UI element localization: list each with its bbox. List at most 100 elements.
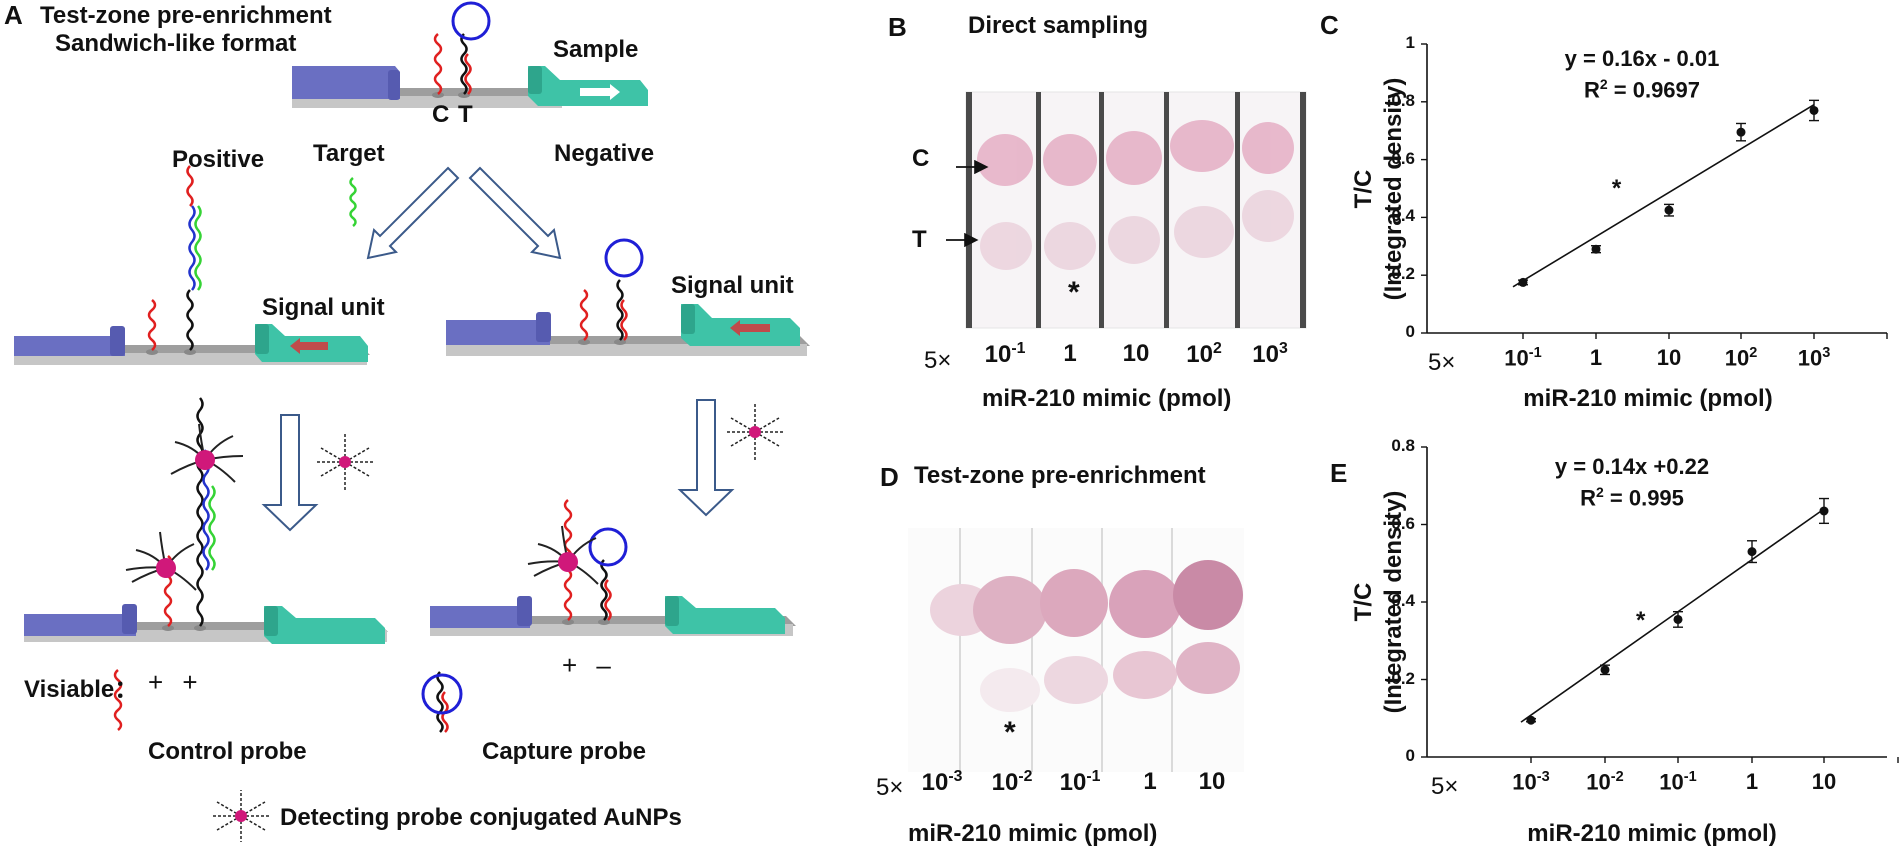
chart-e	[1421, 446, 1899, 763]
y-axis-label: T/C(Integrated density)	[1350, 77, 1407, 300]
legend-detecting-probe: Detecting probe conjugated AuNPs	[280, 804, 682, 831]
panel-d-xlabel: miR-210 mimic (pmol)	[908, 820, 1158, 847]
legend-capture-probe-icon	[421, 671, 463, 733]
strip-c-label: C	[432, 101, 450, 128]
capture-probe-icon	[460, 33, 468, 95]
strip-bottom-right	[430, 596, 796, 636]
panel-d-tick-label: 1	[1143, 768, 1157, 795]
panel-b-xlabel: miR-210 mimic (pmol)	[982, 385, 1232, 412]
fit-r-squared: R2 = 0.9697	[1583, 76, 1701, 103]
y-tick-label: 0.6	[1391, 148, 1415, 168]
panel-b-tick-label: 1	[1063, 340, 1077, 367]
strip-top	[292, 66, 648, 108]
panel-b-title: Direct sampling	[968, 12, 1149, 39]
flow-arrow-left-icon	[290, 338, 328, 354]
x-axis-label: miR-210 mimic (pmol)	[1523, 385, 1773, 412]
data-point	[1600, 665, 1610, 675]
arrow-down-left-icon	[261, 414, 319, 532]
x-tick-label: 10-3	[1512, 769, 1550, 795]
x-prefix-label: 5×	[1431, 773, 1459, 800]
panel-b-strip-photo	[946, 91, 1307, 329]
x-tick-label: 1	[1745, 769, 1759, 794]
arrow-down-right-icon	[677, 399, 735, 517]
x-tick-label: 10-2	[1586, 769, 1624, 795]
positive-label: Positive	[172, 146, 265, 173]
signal-unit-right-label: Signal unit	[671, 272, 794, 299]
y-tick-label: 1	[1405, 33, 1415, 52]
panel-d-strip-photo	[908, 528, 1244, 772]
panel-d-tick-label: 10-1	[1059, 768, 1101, 796]
fit-line	[1520, 508, 1825, 723]
visible-label: Visiable：	[24, 676, 139, 703]
x-tick-label: 103	[1797, 345, 1831, 371]
chart-c	[1421, 43, 1888, 339]
legend-capture-probe: Capture probe	[482, 738, 647, 765]
data-point	[1664, 205, 1674, 215]
x-tick-label: 1	[1589, 345, 1603, 370]
data-point	[1809, 105, 1819, 115]
chart-letter: E	[1330, 458, 1348, 488]
visible-positive-result: + +	[148, 667, 204, 697]
aunp-bound-bottom-left-icon	[125, 531, 197, 591]
panel-d-tick-label: 10-3	[921, 768, 963, 796]
control-probe-icon	[433, 33, 443, 95]
data-point	[1736, 127, 1746, 137]
x-tick-label: 102	[1724, 345, 1758, 371]
signal-unit-left-label: Signal unit	[262, 294, 385, 321]
y-tick-label: 0.4	[1391, 206, 1415, 226]
chart-asterisk: *	[1636, 607, 1646, 635]
y-tick-label: 0.6	[1391, 513, 1415, 533]
fit-equation: y = 0.14x +0.22	[1554, 454, 1710, 479]
y-tick-label: 0	[1405, 746, 1415, 765]
y-tick-label: 0.2	[1391, 264, 1415, 284]
arrow-left-branch-icon	[366, 166, 460, 260]
panel-d-title: Test-zone pre-enrichment	[914, 462, 1206, 489]
x-tick-label: 10-1	[1504, 345, 1542, 371]
y-tick-label: 0	[1405, 322, 1415, 341]
x-prefix-label: 5×	[1428, 349, 1456, 376]
panel-a-title: Test-zone pre-enrichment	[40, 2, 332, 29]
data-point	[1591, 244, 1601, 254]
panel-b-c-marker: C	[912, 145, 930, 172]
fit-equation: y = 0.16x - 0.01	[1564, 46, 1720, 71]
y-tick-label: 0.2	[1391, 668, 1415, 688]
x-tick-label: 10-1	[1659, 769, 1697, 795]
panel-d-prefix: 5×	[876, 774, 904, 801]
strip-bottom-left	[24, 604, 388, 644]
flow-arrow-right-icon	[580, 84, 620, 100]
capture-loop-icon	[451, 1, 491, 41]
panel-b-tick-label: 10	[1122, 340, 1150, 367]
chart-asterisk: *	[1611, 174, 1622, 202]
panel-b-prefix: 5×	[924, 347, 952, 374]
x-axis-label: miR-210 mimic (pmol)	[1527, 820, 1777, 847]
data-point	[1819, 506, 1829, 516]
legend-aunp-icon	[213, 790, 269, 842]
panel-b-t-marker: T	[912, 226, 927, 253]
arrow-right-branch-icon	[468, 166, 562, 260]
panel-b-letter: B	[888, 12, 907, 42]
panel-b-asterisk: *	[1068, 276, 1080, 309]
aunp-free-right-icon	[727, 404, 783, 460]
x-tick-label: 10	[1656, 345, 1682, 370]
aunp-bound-bottom-right-icon	[527, 525, 599, 585]
strip-t-label: T	[458, 101, 473, 128]
panel-b-tick-label: 10-1	[984, 340, 1026, 368]
legend-control-probe: Control probe	[148, 738, 307, 765]
aunp-bound-top-left-icon	[170, 423, 244, 483]
visible-negative-result: + –	[562, 650, 617, 680]
y-tick-label: 0.8	[1391, 436, 1415, 455]
negative-label: Negative	[554, 140, 655, 167]
panel-d-tick-label: 10	[1198, 768, 1226, 795]
aunp-free-left-icon	[317, 434, 373, 490]
x-tick-label: 10	[1811, 769, 1837, 794]
strip-left-middle	[14, 324, 370, 365]
data-point	[1526, 715, 1536, 725]
y-tick-label: 0.4	[1391, 591, 1415, 610]
chart-letter: C	[1320, 10, 1339, 40]
panel-d-tick-label: 10-2	[991, 768, 1033, 796]
fit-line	[1512, 104, 1815, 288]
panel-a-letter: A	[4, 0, 23, 30]
legend-control-probe-icon	[113, 669, 123, 731]
y-axis-label: T/C(Integrated density)	[1350, 490, 1407, 714]
panel-d-letter: D	[880, 462, 899, 492]
